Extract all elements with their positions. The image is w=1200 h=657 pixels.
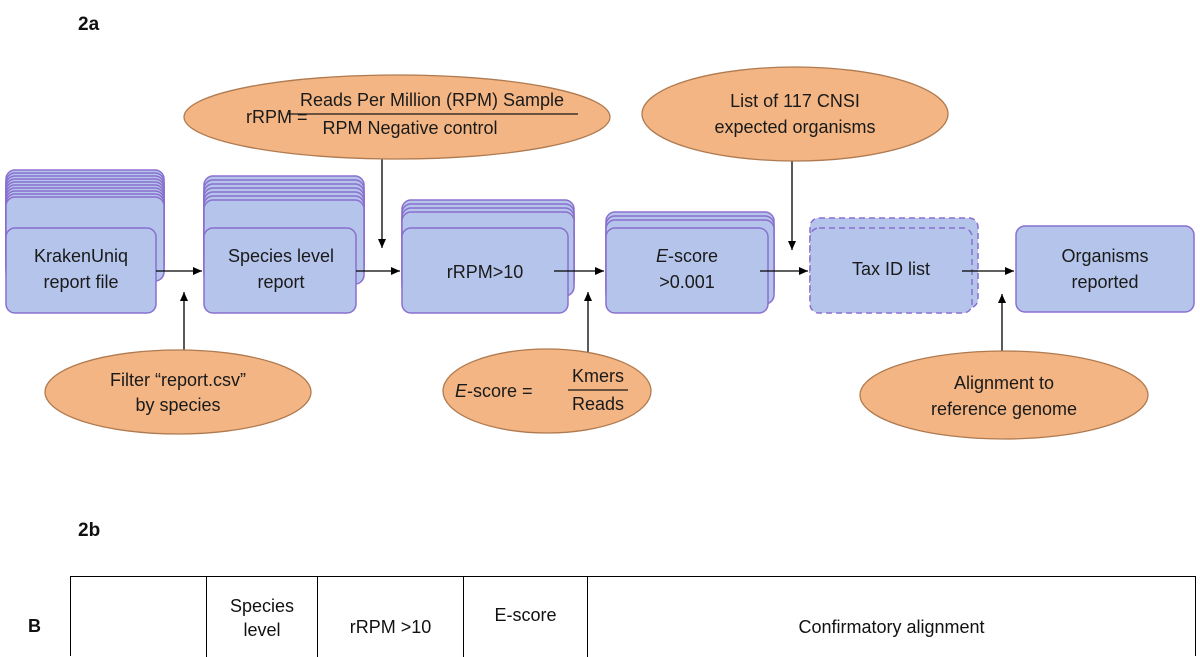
organisms-reported-box: Organisms reported <box>1015 225 1195 313</box>
workflow-diagram: KrakenUniq report file Species level rep… <box>5 66 1195 440</box>
krakenuniq-line-1: KrakenUniq <box>34 246 128 266</box>
table-header-species-level: Species level <box>207 577 318 657</box>
escore-formula-numerator: Kmers <box>572 366 624 386</box>
rrpm-formula-numerator: Reads Per Million (RPM) Sample <box>300 90 564 110</box>
escore-formula-denominator: Reads <box>572 394 624 414</box>
panel-a-label: 2a <box>78 14 100 35</box>
alignment-line-2: reference genome <box>931 399 1077 419</box>
table-header-rrpm: rRPM >10 <box>318 577 464 657</box>
taxid-label: Tax ID list <box>852 259 930 279</box>
escore-threshold: >0.001 <box>659 272 715 292</box>
rrpm-formula-denominator: RPM Negative control <box>322 118 497 138</box>
filter-line-1: Filter “report.csv” <box>110 370 246 390</box>
table-header-empty <box>71 577 207 657</box>
filter-line-2: by species <box>135 395 220 415</box>
krakenuniq-line-2: report file <box>43 272 118 292</box>
cnsi-line-2: expected organisms <box>714 117 875 137</box>
alignment-line-1: Alignment to <box>954 373 1054 393</box>
table-row-label: B <box>28 616 41 636</box>
panel-b-table: Species level rRPM >10 E-score Confirmat… <box>70 576 1196 657</box>
organisms-line-2: reported <box>1071 272 1138 292</box>
krakenuniq-report-box: KrakenUniq report file <box>5 169 165 314</box>
species-line-2: report <box>257 272 304 292</box>
escore-formula-oval: E-score = Kmers Reads <box>442 348 652 434</box>
escore-formula-lhs: E-score = <box>455 381 533 401</box>
rrpm-formula-lhs: rRPM = <box>246 107 308 127</box>
rrpm-box: rRPM>10 <box>401 199 575 314</box>
species-line-1: Species level <box>228 246 334 266</box>
cnsi-line-1: List of 117 CNSI <box>730 91 860 111</box>
taxid-box: Tax ID list <box>809 217 979 314</box>
rrpm-formula-oval: rRPM = Reads Per Million (RPM) Sample RP… <box>183 74 611 160</box>
cnsi-list-oval: List of 117 CNSI expected organisms <box>641 66 949 162</box>
species-level-report-box: Species level report <box>203 175 365 314</box>
table-header-escore: E-score <box>464 577 588 657</box>
rrpm-label: rRPM>10 <box>447 262 524 282</box>
panel-b-label: 2b <box>78 520 101 541</box>
filter-oval: Filter “report.csv” by species <box>44 349 312 435</box>
escore-box: E-score >0.001 <box>605 211 775 314</box>
table-header-confirmatory-alignment: Confirmatory alignment <box>798 617 985 637</box>
escore-label: E-score <box>656 246 718 266</box>
organisms-line-1: Organisms <box>1061 246 1148 266</box>
alignment-oval: Alignment to reference genome <box>859 350 1149 440</box>
